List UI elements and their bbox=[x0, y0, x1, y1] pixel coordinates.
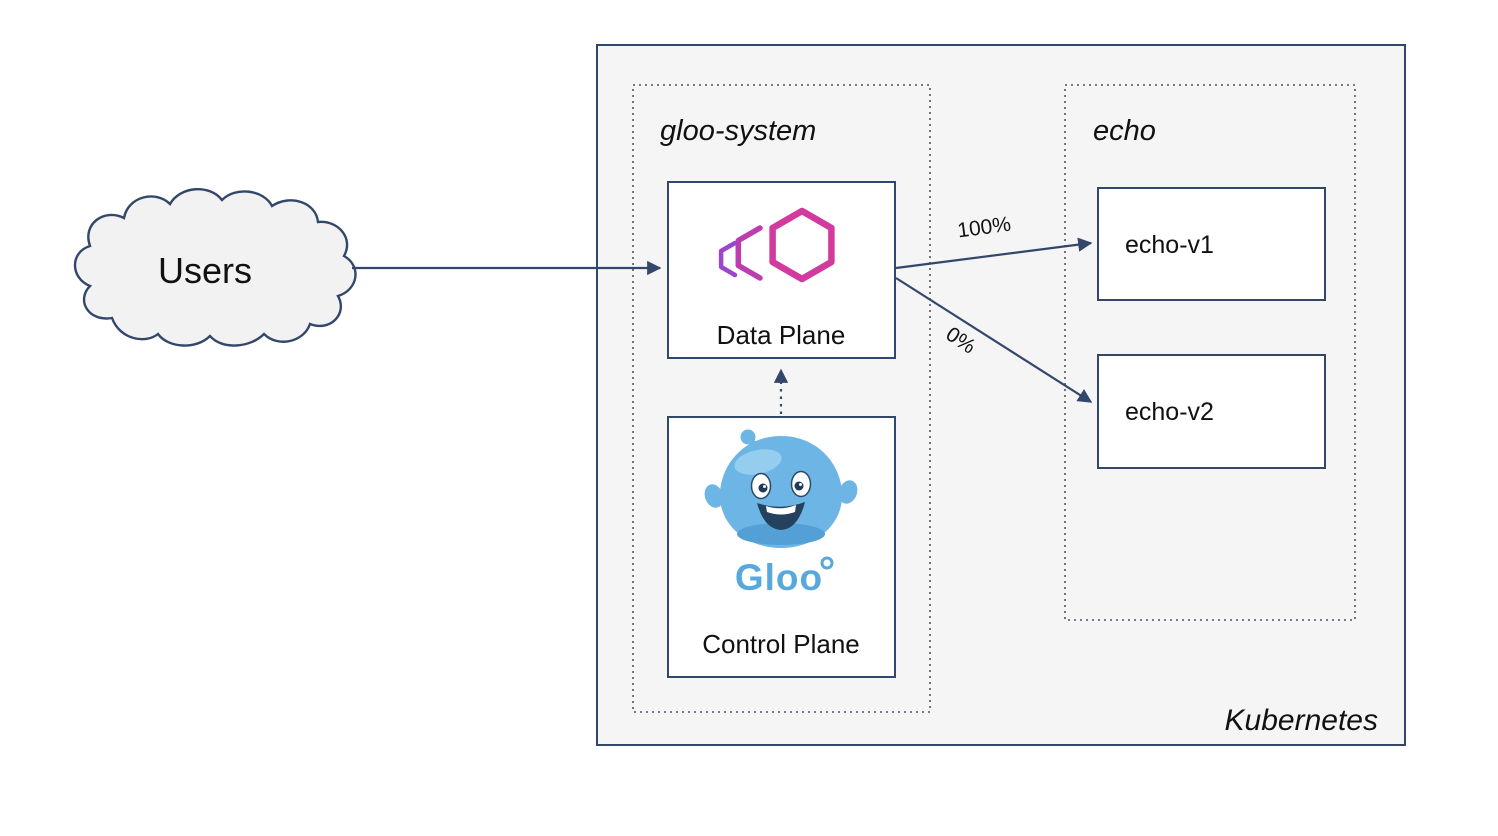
cloud-shape bbox=[73, 187, 357, 347]
kubernetes-label: Kubernetes bbox=[1225, 704, 1378, 737]
control-plane-label: Control Plane bbox=[702, 629, 860, 659]
echo-v2-node: echo-v2 bbox=[1097, 354, 1326, 469]
gloo-system-label: gloo-system bbox=[660, 115, 816, 147]
echo-label: echo bbox=[1093, 115, 1156, 147]
echo-namespace-box bbox=[1064, 84, 1356, 621]
users-cloud: Users bbox=[73, 187, 357, 347]
echo-v1-label: echo-v1 bbox=[1125, 231, 1214, 259]
echo-v1-box bbox=[1097, 187, 1326, 301]
users-label: Users bbox=[158, 250, 252, 291]
echo-v2-label: echo-v2 bbox=[1125, 398, 1214, 426]
control-plane-node: Gloo Control Plane bbox=[667, 416, 896, 678]
data-plane-node: Data Plane bbox=[667, 181, 896, 359]
gloo-wordmark-bubble bbox=[820, 556, 834, 570]
edge-data-plane-to-echo-v2 bbox=[895, 277, 1093, 403]
gloo-wordmark-text: Gloo bbox=[735, 557, 823, 598]
gloo-wordmark: Gloo bbox=[735, 556, 834, 598]
gloo-gateway-logo-icon bbox=[718, 207, 835, 283]
echo-v2-box bbox=[1097, 354, 1326, 469]
data-plane-label: Data Plane bbox=[717, 320, 846, 350]
edge-data-plane-to-echo-v1 bbox=[895, 237, 1093, 270]
echo-v1-node: echo-v1 bbox=[1097, 187, 1326, 301]
gloo-mascot-icon bbox=[704, 429, 858, 548]
